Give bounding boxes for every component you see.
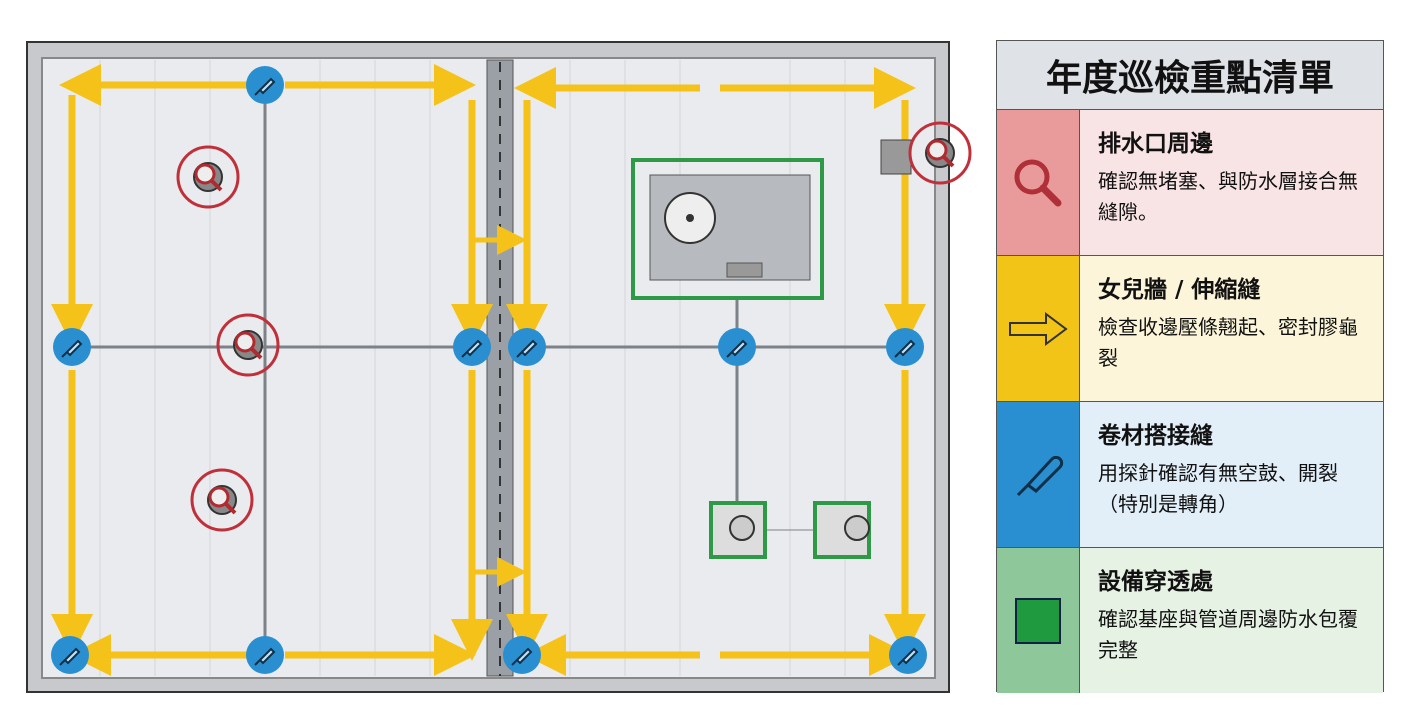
legend-title: 年度巡檢重點清單 [997, 41, 1383, 110]
legend-item-penetration: 設備穿透處確認基座與管道周邊防水包覆完整 [997, 548, 1383, 693]
probe-icon [997, 402, 1080, 547]
legend-item-title: 設備穿透處 [1098, 569, 1213, 595]
legend-item-desc: 檢查收邊壓條翹起、密封膠龜裂 [1098, 315, 1358, 370]
legend-item-seam: 卷材搭接縫用探針確認有無空鼓、開裂（特別是轉角） [997, 402, 1383, 548]
legend-item-title: 卷材搭接縫 [1098, 423, 1213, 449]
legend-item-parapet: 女兒牆 / 伸縮縫檢查收邊壓條翹起、密封膠龜裂 [997, 256, 1383, 402]
arrow-right-icon [997, 256, 1080, 401]
roof-plan [26, 41, 972, 693]
legend-item-desc: 確認基座與管道周邊防水包覆完整 [1098, 607, 1358, 662]
pipe-penetration [813, 501, 871, 559]
legend-item-drain: 排水口周邊確認無堵塞、與防水層接合無縫隙。 [997, 110, 1383, 256]
membrane-seams [99, 60, 846, 676]
legend-item-title: 女兒牆 / 伸縮縫 [1098, 277, 1261, 303]
ac-unit [631, 158, 824, 300]
legend-item-desc: 用探針確認有無空鼓、開裂（特別是轉角） [1098, 461, 1338, 516]
parapet-inspection-arrows [51, 64, 926, 676]
inspection-legend: 年度巡檢重點清單 排水口周邊確認無堵塞、與防水層接合無縫隙。 女兒牆 / 伸縮縫… [996, 40, 1384, 693]
legend-item-title: 排水口周邊 [1098, 131, 1213, 157]
pipe-penetration [709, 501, 767, 559]
legend-item-desc: 確認無堵塞、與防水層接合無縫隙。 [1098, 169, 1358, 224]
magnifier-icon [997, 110, 1080, 255]
green-square-icon [997, 548, 1080, 693]
drain-points [176, 121, 972, 532]
